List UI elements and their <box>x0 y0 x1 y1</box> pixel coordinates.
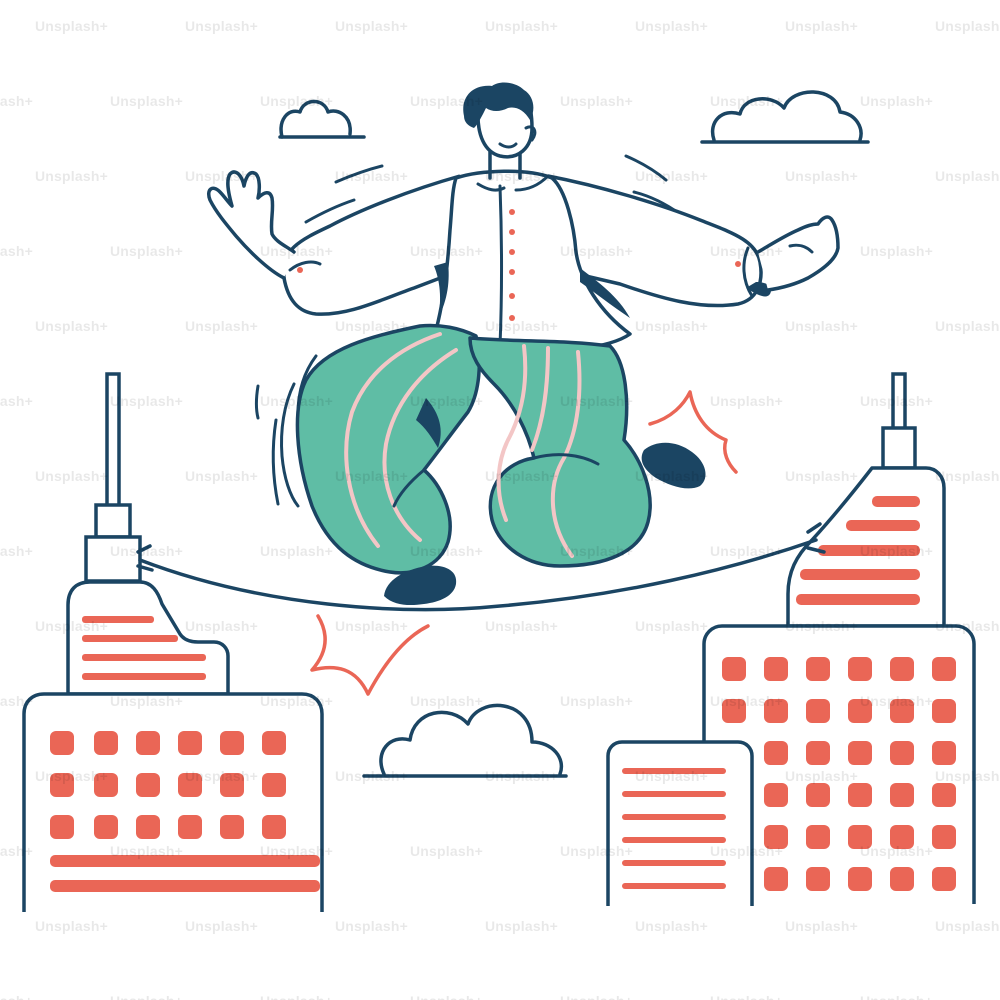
tightrope <box>136 522 826 612</box>
head <box>463 82 537 159</box>
left-sleeve <box>281 174 461 316</box>
left-hand <box>207 170 296 280</box>
right-building-windows <box>722 657 956 891</box>
left-skyscraper <box>22 372 324 912</box>
left-building-windows <box>50 731 320 892</box>
tightrope-walker <box>207 82 840 606</box>
spark-marks <box>310 390 738 696</box>
cloud-bottom-center <box>362 703 568 778</box>
cloud-top-left <box>278 99 366 139</box>
right-sleeve <box>547 174 763 308</box>
cloud-top-right <box>700 90 870 144</box>
right-shoe <box>641 442 706 489</box>
right-skyscraper <box>606 372 976 906</box>
pants <box>295 323 652 575</box>
shirt-buttons <box>509 209 515 321</box>
right-hand <box>756 215 840 292</box>
left-shoe <box>384 565 457 606</box>
